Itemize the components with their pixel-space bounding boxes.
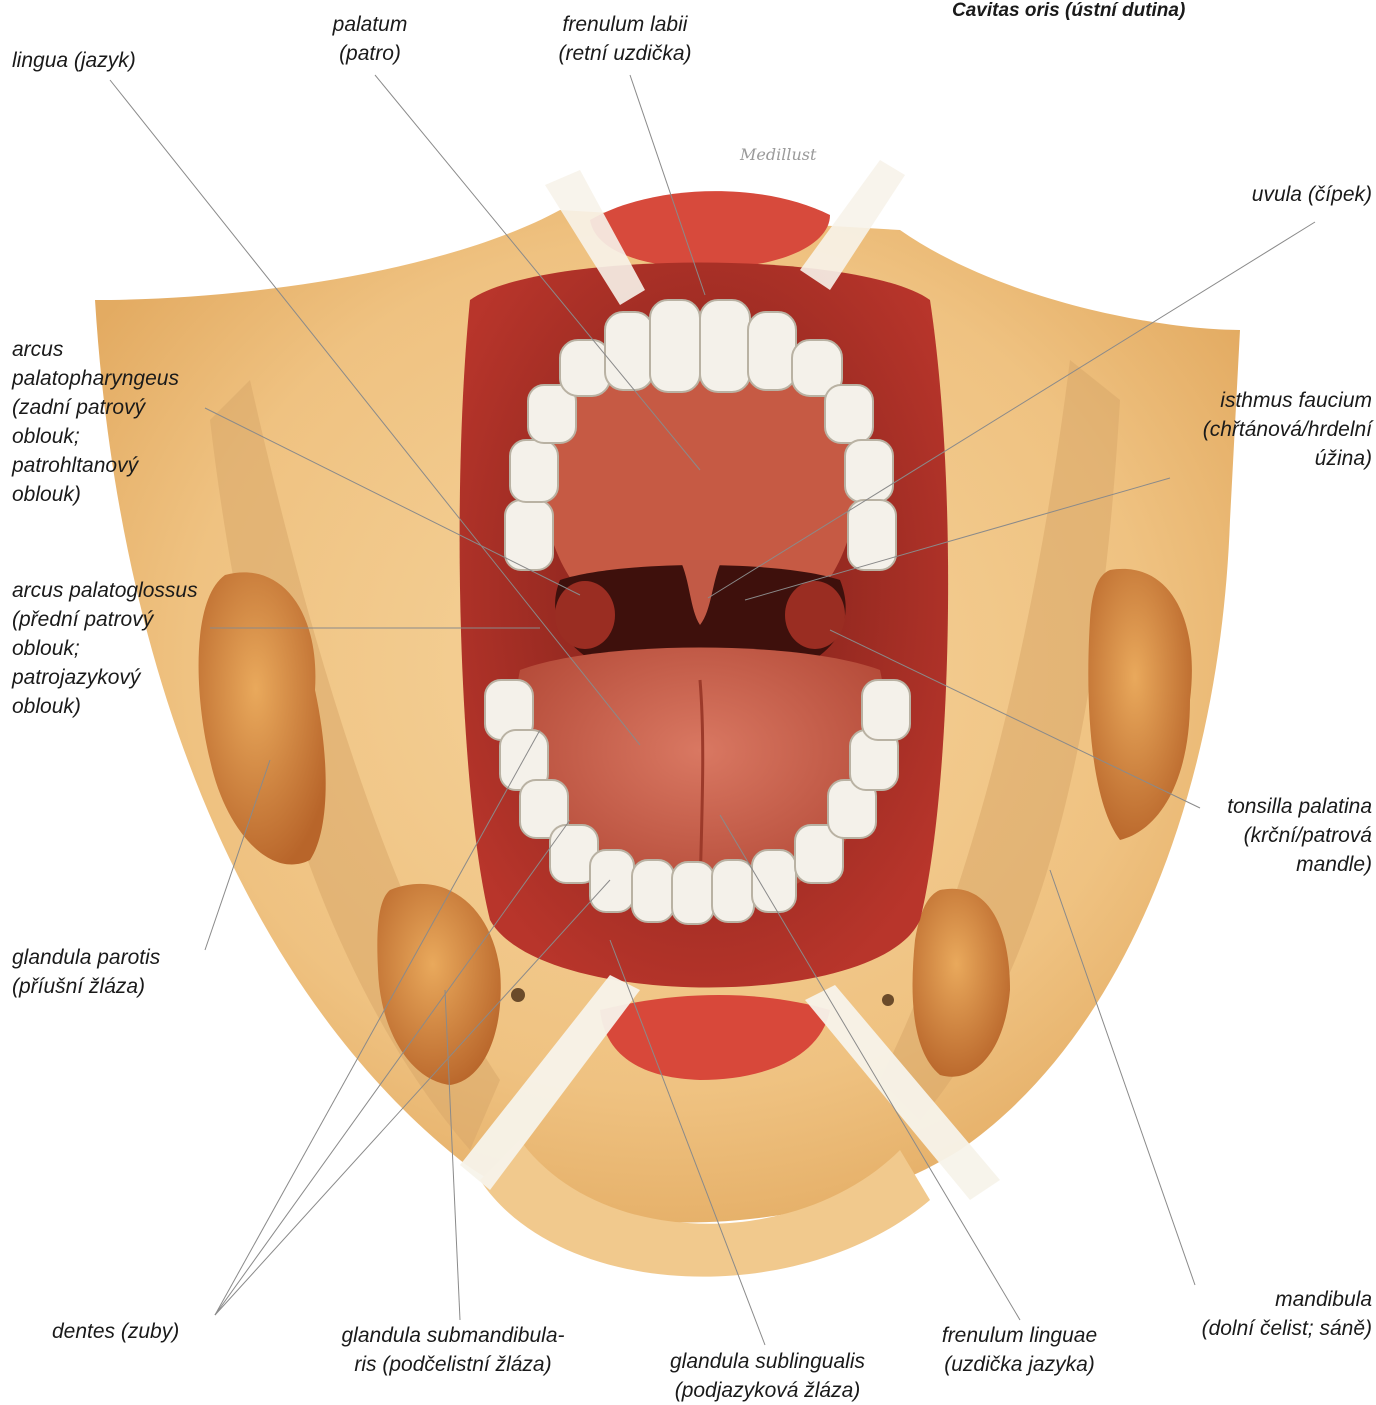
label-line: (retní uzdička) [520, 39, 730, 68]
label-line: lingua (jazyk) [12, 46, 136, 75]
tonsil-left [555, 581, 615, 649]
label-line: ris (podčelistní žláza) [318, 1350, 588, 1379]
label-line: oblouk; [12, 422, 179, 451]
label-line: oblouk) [12, 480, 179, 509]
label-glandula-sublingualis: glandula sublingualis (podjazyková žláza… [640, 1347, 895, 1405]
label-line: (krční/patrová [1172, 821, 1372, 850]
label-line: oblouk) [12, 692, 198, 721]
skin-spot [511, 988, 525, 1002]
label-line: arcus [12, 335, 179, 364]
label-line: uvula (čípek) [1176, 180, 1372, 209]
label-line: arcus palatoglossus [12, 576, 198, 605]
label-line: (uzdička jazyka) [912, 1350, 1127, 1379]
label-frenulum-linguae: frenulum linguae (uzdička jazyka) [912, 1321, 1127, 1379]
figure-title: Cavitas oris (ústní dutina) [952, 0, 1185, 25]
label-line: tonsilla palatina [1172, 792, 1372, 821]
label-line: isthmus faucium [1150, 386, 1372, 415]
label-palatum: palatum (patro) [310, 10, 430, 68]
label-arcus-palatopharyngeus: arcus palatopharyngeus (zadní patrový ob… [12, 335, 179, 509]
label-line: glandula sublingualis [640, 1347, 895, 1376]
label-glandula-parotis: glandula parotis (příušní žláza) [12, 943, 160, 1001]
label-line: patrojazykový [12, 663, 198, 692]
label-lingua: lingua (jazyk) [12, 46, 136, 75]
label-line: (příušní žláza) [12, 972, 160, 1001]
label-line: palatum [310, 10, 430, 39]
label-line: (patro) [310, 39, 430, 68]
label-line: (přední patrový [12, 605, 198, 634]
label-line: palatopharyngeus [12, 364, 179, 393]
tonsil-right [785, 581, 845, 649]
label-line: (dolní čelist; sáně) [1160, 1314, 1372, 1343]
label-glandula-submandibularis: glandula submandibula- ris (podčelistní … [318, 1321, 588, 1379]
label-mandibula: mandibula (dolní čelist; sáně) [1160, 1285, 1372, 1343]
label-line: mandibula [1160, 1285, 1372, 1314]
label-line: patrohltanový [12, 451, 179, 480]
label-arcus-palatoglossus: arcus palatoglossus (přední patrový oblo… [12, 576, 198, 721]
label-line: úžina) [1150, 444, 1372, 473]
illustrator-signature: Medillust [739, 145, 817, 164]
label-line: frenulum labii [520, 10, 730, 39]
label-line: oblouk; [12, 634, 198, 663]
label-frenulum-labii: frenulum labii (retní uzdička) [520, 10, 730, 68]
label-tonsilla-palatina: tonsilla palatina (krční/patrová mandle) [1172, 792, 1372, 879]
label-line: mandle) [1172, 850, 1372, 879]
label-line: (chřtánová/hrdelní [1150, 415, 1372, 444]
label-line: dentes (zuby) [52, 1317, 179, 1346]
label-dentes: dentes (zuby) [52, 1317, 179, 1346]
label-line: glandula submandibula- [318, 1321, 588, 1350]
label-line: glandula parotis [12, 943, 160, 972]
skin-spot [882, 994, 894, 1006]
label-line: (zadní patrový [12, 393, 179, 422]
label-line: frenulum linguae [912, 1321, 1127, 1350]
label-uvula: uvula (čípek) [1176, 180, 1372, 209]
label-isthmus-faucium: isthmus faucium (chřtánová/hrdelní úžina… [1150, 386, 1372, 473]
